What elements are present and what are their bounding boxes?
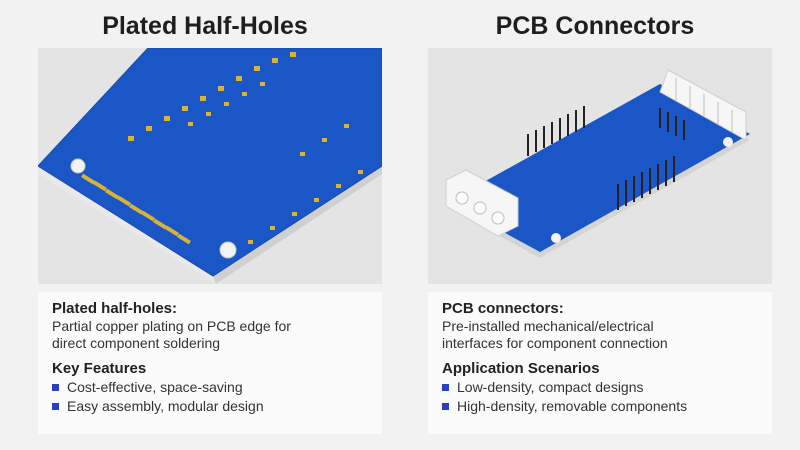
feature-label: Cost-effective, space-saving: [67, 379, 243, 395]
feature-item: Easy assembly, modular design: [52, 397, 368, 416]
half-holes-heading: Plated half-holes:: [52, 300, 178, 317]
scenario-label: High-density, removable components: [457, 398, 688, 414]
square-bullet-icon: [442, 403, 449, 410]
pcb-connectors-title: PCB Connectors: [495, 12, 695, 40]
pcb-connectors-heading: PCB connectors:: [442, 300, 564, 317]
pcb-connectors-panel: PCB Connectors: [410, 0, 780, 450]
pcb-connectors-desc-line2: interfaces for component connection: [442, 335, 668, 351]
application-scenarios-heading: Application Scenarios: [442, 360, 600, 377]
pcb-connectors-illustration: [428, 48, 772, 284]
half-holes-panel: Plated Half-Holes: [20, 0, 390, 450]
pcb-connectors-info-box: PCB connectors: Pre-installed mechanical…: [428, 292, 772, 434]
square-bullet-icon: [52, 384, 59, 391]
scenario-item: High-density, removable components: [442, 397, 758, 416]
pcb-connectors-desc-line1: Pre-installed mechanical/electrical: [442, 318, 654, 334]
feature-item: Cost-effective, space-saving: [52, 378, 368, 397]
scenario-label: Low-density, compact designs: [457, 379, 644, 395]
half-holes-title: Plated Half-Holes: [102, 12, 308, 40]
key-features-heading: Key Features: [52, 360, 147, 377]
square-bullet-icon: [52, 403, 59, 410]
scenario-item: Low-density, compact designs: [442, 378, 758, 397]
feature-label: Easy assembly, modular design: [67, 398, 264, 414]
square-bullet-icon: [442, 384, 449, 391]
half-holes-desc-line2: direct component soldering: [52, 335, 221, 351]
half-holes-pcb-image: [38, 48, 382, 284]
half-holes-desc-line1: Partial copper plating on PCB edge for: [52, 318, 291, 334]
pcb-connectors-image: [445, 69, 750, 258]
half-holes-info-box: Plated half-holes: Partial copper platin…: [38, 292, 382, 434]
half-holes-illustration: [38, 48, 382, 284]
